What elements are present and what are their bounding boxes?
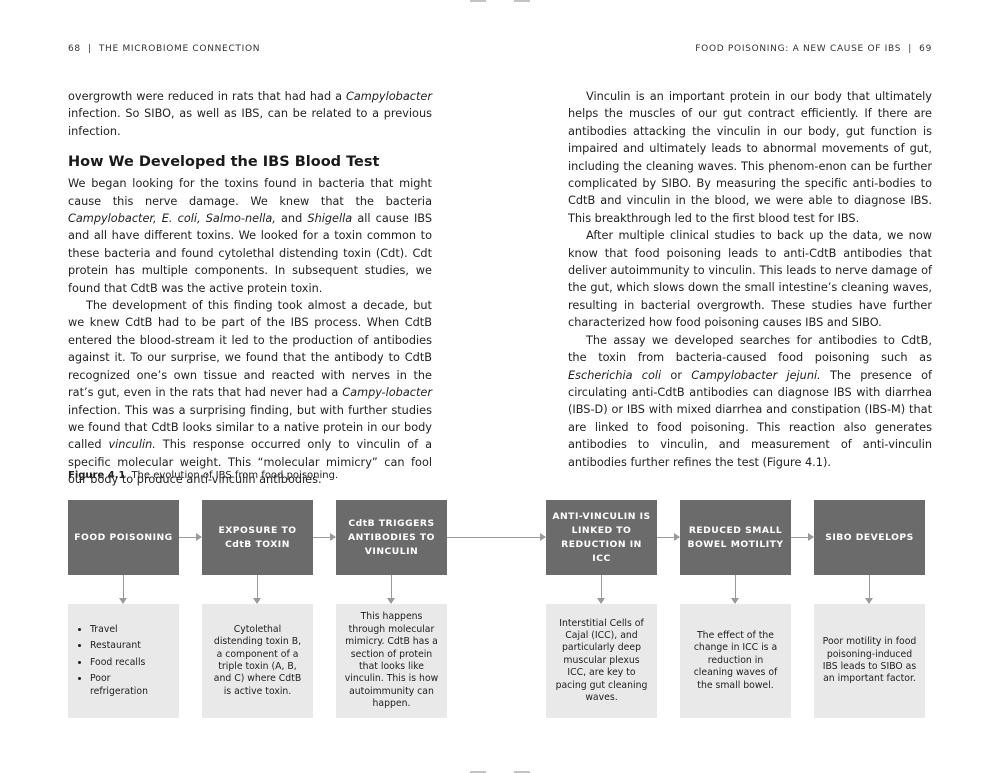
flow-step: SIBO DEVELOPS (814, 500, 925, 575)
flow-detail: Cytolethal distending toxin B, a compone… (202, 604, 313, 718)
flow-step-title: ANTI-VINCULIN IS LINKED TO REDUCTION IN … (552, 510, 651, 564)
head-separator: | (908, 44, 913, 54)
flow-arrow (179, 533, 202, 541)
flow-arrow (313, 533, 336, 541)
flow-step: REDUCED SMALL BOWEL MOTILITY (680, 500, 791, 575)
italic-text: Shigella (307, 212, 353, 226)
italic-text: Campylobacter (345, 90, 432, 103)
italic-text: Escherichia coli (568, 368, 662, 382)
flow-arrow (657, 533, 680, 541)
flow-arrow (597, 575, 605, 604)
italic-text: vinculin. (108, 438, 156, 452)
crop-mark (514, 0, 530, 2)
flow-step: CdtB TRIGGERS ANTIBODIES TO VINCULIN (336, 500, 447, 575)
flow-step-title: EXPOSURE TO CdtB TOXIN (218, 524, 297, 550)
list-item: Restaurant (90, 640, 171, 652)
flow-detail-text: Poor motility in food poisoning-induced … (822, 636, 917, 685)
chapter-title: FOOD POISONING: A NEW CAUSE OF IBS (695, 44, 902, 54)
running-head-right: FOOD POISONING: A NEW CAUSE OF IBS | 69 (695, 44, 932, 54)
paragraph: overgrowth were reduced in rats that had… (68, 90, 432, 138)
crop-mark (470, 771, 486, 773)
crop-mark (470, 0, 486, 2)
flow-step: EXPOSURE TO CdtB TOXIN (202, 500, 313, 575)
book-title: THE MICROBIOME CONNECTION (98, 44, 261, 54)
flow-arrow (447, 533, 546, 541)
flow-arrow (865, 575, 873, 604)
flow-arrow (387, 575, 395, 604)
flow-step: ANTI-VINCULIN IS LINKED TO REDUCTION IN … (546, 500, 657, 575)
flow-arrow (791, 533, 814, 541)
paragraph: After multiple clinical studies to back … (568, 229, 932, 330)
list-item: Travel (90, 624, 171, 636)
flow-detail-text: Cytolethal distending toxin B, a compone… (213, 623, 302, 697)
flow-detail: Interstitial Cells of Cajal (ICC), and p… (546, 604, 657, 718)
paragraph: The assay we developed searches for anti… (568, 333, 932, 469)
italic-text: Campylobacter jejuni. (691, 368, 821, 382)
flow-step-title: REDUCED SMALL BOWEL MOTILITY (687, 524, 784, 550)
flow-detail-list: Travel Restaurant Food recalls Poor refr… (76, 624, 171, 698)
flow-detail: Poor motility in food poisoning-induced … (814, 604, 925, 718)
paragraph: The development of this finding took alm… (68, 299, 433, 487)
head-separator: | (87, 44, 92, 54)
section-heading: How We Developed the IBS Blood Test (68, 154, 380, 171)
flow-detail: Travel Restaurant Food recalls Poor refr… (68, 604, 179, 718)
figure-caption-text: The evolution of IBS from food poisoning… (131, 470, 339, 481)
flow-step: FOOD POISONING (68, 500, 179, 575)
flow-step-title: SIBO DEVELOPS (825, 531, 914, 543)
flow-arrow (253, 575, 261, 604)
crop-mark (514, 771, 530, 773)
figure-label: Figure 4.1 (68, 470, 126, 481)
flow-arrow (119, 575, 127, 604)
page-number-right: 69 (919, 44, 932, 54)
flow-detail-text: Interstitial Cells of Cajal (ICC), and p… (555, 617, 648, 704)
italic-text: Campylobacter, E. coli, Salmo-nella, (68, 212, 276, 226)
italic-text: Campy-lobacter (342, 386, 432, 400)
flow-arrow (731, 575, 739, 604)
flow-detail: This happens through molecular mimicry. … (336, 604, 447, 718)
paragraph: Vinculin is an important protein in our … (568, 90, 932, 225)
list-item: Poor refrigeration (90, 673, 171, 698)
flow-detail: The effect of the change in ICC is a red… (680, 604, 791, 718)
left-page-body: overgrowth were reduced in rats that had… (68, 88, 432, 489)
flow-detail-text: This happens through molecular mimicry. … (344, 611, 439, 710)
paragraph: We began looking for the toxins found in… (68, 177, 432, 295)
right-page-body: Vinculin is an important protein in our … (568, 88, 932, 471)
running-head-left: 68 | THE MICROBIOME CONNECTION (68, 44, 260, 54)
figure-caption: Figure 4.1 The evolution of IBS from food… (68, 470, 338, 481)
list-item: Food recalls (90, 657, 171, 669)
flow-detail-text: The effect of the change in ICC is a red… (693, 629, 778, 691)
flow-step-title: CdtB TRIGGERS ANTIBODIES TO VINCULIN (347, 517, 435, 557)
flow-step-title: FOOD POISONING (74, 531, 173, 543)
page-number-left: 68 (68, 44, 81, 54)
